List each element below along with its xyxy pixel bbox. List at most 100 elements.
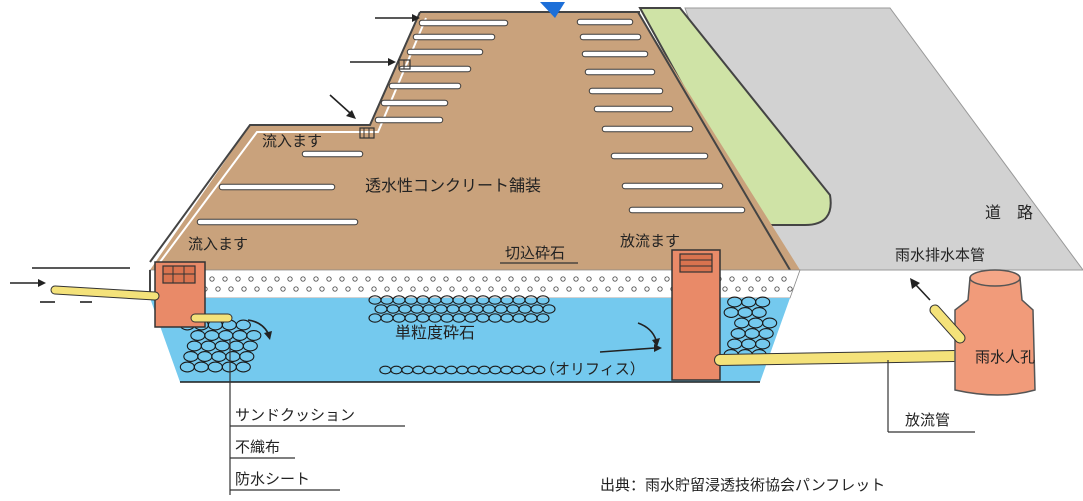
gravel-dot [339,276,345,282]
gravel-dot [456,276,462,282]
gravel-dot [417,276,423,282]
stone [536,295,550,305]
gravel-dot [729,276,735,282]
gravel-dot [495,276,501,282]
gravel-dot [423,286,429,292]
gravel-dot [274,276,280,282]
inflow-pipe [50,285,233,323]
gravel-dot [430,276,436,282]
label-outlet-basin: 放流ます [620,232,680,250]
gravel-dot [735,286,741,292]
stone [533,365,546,375]
gravel-dot [358,286,364,292]
gravel-dot [482,276,488,282]
outlet-pipe [714,350,961,366]
gravel-dot [566,286,572,292]
gravel-dot [527,286,533,292]
pavement-edge [149,11,421,263]
flow-direction-arrow-icon [247,2,931,347]
gravel-dot [391,276,397,282]
gravel-dot [768,276,774,282]
storage-layer [150,298,790,382]
gravel-dot [371,286,377,292]
label-sand-cushion: サンドクッション [235,406,355,424]
pavement-surface [150,12,800,270]
gravel-dot [469,276,475,282]
gravel-dot [501,286,507,292]
gravel-dot [534,276,540,282]
gravel-dot [547,276,553,282]
gravel-dot [313,276,319,282]
gravel-dot [781,276,787,282]
gravel-dot [384,286,390,292]
label-road: 道 路 [985,203,1033,222]
parking-lines-left [196,19,509,226]
manhole [929,269,1036,396]
gravel-dot [345,286,351,292]
stone [235,319,251,331]
gravel-dot [241,286,247,292]
gravel-dot [280,286,286,292]
stone [755,296,771,308]
stone [536,313,550,323]
stone [235,361,251,373]
gravel-dot [761,286,767,292]
inflow-arrow-icon [10,14,662,353]
pavement-edge-inner [159,17,427,263]
gravel-dot [222,276,228,282]
gravel-dot [742,276,748,282]
gravel-dot [319,286,325,292]
gravel-dot [644,286,650,292]
gravel-dot [657,286,663,292]
gravel-dot [625,276,631,282]
gravel-dot [592,286,598,292]
gravel-dot [553,286,559,292]
stone [755,338,771,350]
gravel-dot [508,276,514,282]
stone [758,328,774,339]
gravel-dot [267,286,273,292]
gravel-dot [352,276,358,282]
label-waterproof-sheet: 防水シート [235,470,310,488]
stone [762,317,778,329]
stone [246,330,262,341]
gravel-dot [397,286,403,292]
gravel-dot [722,286,728,292]
gravel-dot [540,286,546,292]
gravel-dot [326,276,332,282]
gravel-dot [404,276,410,282]
gravel-dot [261,276,267,282]
gravel-dot [293,286,299,292]
green-strip [638,7,832,226]
gravel-dot [787,286,793,292]
gravel-dot [618,286,624,292]
gravel-dot [573,276,579,282]
label-pavement: 透水性コンクリート舗装 [365,176,541,195]
gravel-dot [605,286,611,292]
gravel-dot [332,286,338,292]
gravel-dot [651,276,657,282]
gravel-dot [365,276,371,282]
label-outlet-pipe: 放流管 [905,411,950,429]
gravel-dot [560,276,566,282]
grate-icon [359,59,411,139]
gravel-dot [443,276,449,282]
gravel-dot [475,286,481,292]
gravel-dot [599,276,605,282]
gravel-dot [774,286,780,292]
gravel-dot [228,286,234,292]
gravel-dot [586,276,592,282]
gravel-dot [612,276,618,282]
gravel-dot [300,276,306,282]
label-orifice: （オリフィス） [540,360,645,378]
label-inlet-top: 流入ます [262,132,322,150]
gravel-dot [449,286,455,292]
source-credit: 出典：雨水貯留浸透技術協会パンフレット [600,476,885,494]
gravel-dot [755,276,761,282]
gravel-dot [436,286,442,292]
outlet-basin [671,249,721,381]
gravel-dot [306,286,312,292]
parking-lines-right [576,18,746,214]
gravel-dot [254,286,260,292]
